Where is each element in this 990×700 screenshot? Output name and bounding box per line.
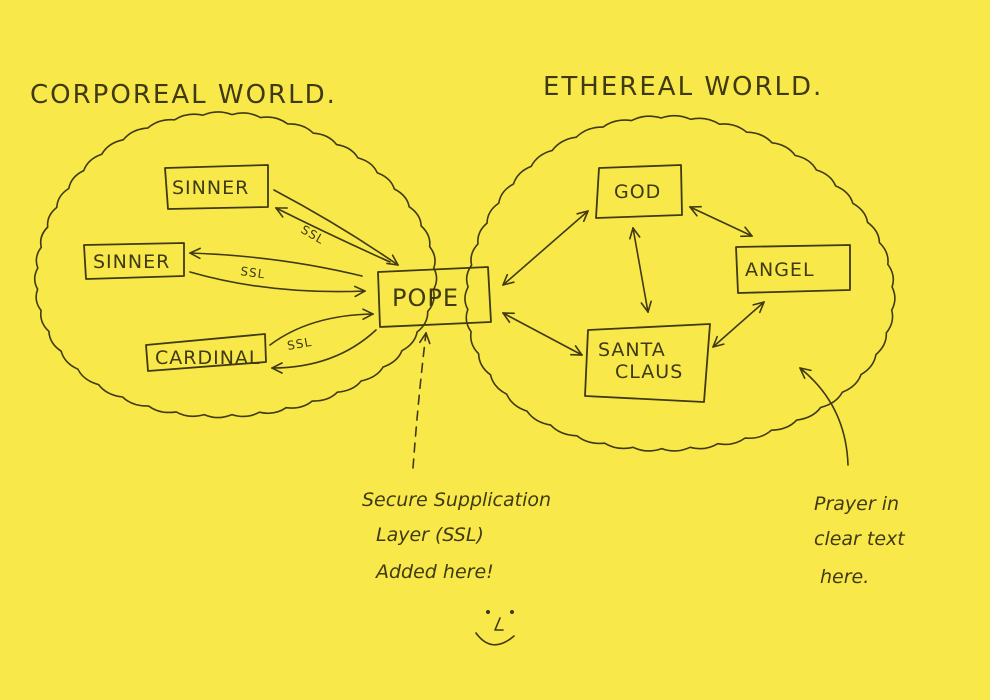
region-title-corporeal: CORPOREAL WORLD.: [30, 80, 337, 110]
node-angel: ANGEL: [735, 244, 851, 294]
node-label: ANGEL: [745, 259, 815, 281]
edge-god-angel: [690, 207, 752, 236]
annotation-line-2: clear text: [814, 528, 906, 550]
smiley-face-icon: [475, 610, 515, 646]
annotation-line-3: here.: [820, 566, 869, 588]
edge-pope-god: [503, 211, 588, 285]
node-label: CARDINAL: [155, 347, 261, 369]
edge-label-ssl: SSL: [286, 335, 313, 353]
node-label: POPE: [392, 284, 459, 312]
node-label-line-2: CLAUS: [615, 361, 683, 383]
edge-angel-santa: [713, 302, 764, 347]
edge-pope-santa: [503, 313, 582, 355]
node-god: GOD: [595, 164, 683, 219]
edge-label-ssl: SSL: [240, 264, 267, 281]
node-label: GOD: [614, 181, 661, 203]
annotation-prayer: Prayer in clear text here.: [800, 368, 906, 588]
annotation-line-3: Added here!: [374, 561, 494, 583]
edge-cardinal-pope: SSL: [269, 314, 377, 368]
node-pope: POPE: [377, 266, 492, 328]
edge-sinner-top-pope: SSL: [273, 189, 398, 265]
annotation-line-1: Prayer in: [814, 493, 899, 515]
edge-label-ssl: SSL: [299, 222, 328, 247]
annotation-line-1: Secure Supplication: [362, 489, 551, 511]
node-sinner-top: SINNER: [164, 164, 269, 210]
node-label-line-1: SANTA: [598, 339, 666, 361]
pointer-arrow: [800, 368, 849, 466]
region-title-ethereal: ETHEREAL WORLD.: [543, 72, 823, 102]
node-label: SINNER: [93, 251, 170, 273]
corporeal-world-cloud: [33, 111, 438, 419]
node-label: SINNER: [172, 177, 249, 199]
node-santa-claus: SANTA CLAUS: [584, 323, 711, 403]
edge-god-santa: [633, 228, 648, 312]
dashed-pointer-arrow: [412, 333, 426, 469]
annotation-ssl: Secure Supplication Layer (SSL) Added he…: [362, 333, 551, 583]
ethereal-world-cloud: [464, 114, 896, 452]
node-cardinal: CARDINAL: [145, 333, 267, 372]
annotation-line-2: Layer (SSL): [376, 524, 484, 546]
edge-sinner-middle-pope: SSL: [190, 253, 365, 292]
node-sinner-middle: SINNER: [83, 242, 185, 280]
